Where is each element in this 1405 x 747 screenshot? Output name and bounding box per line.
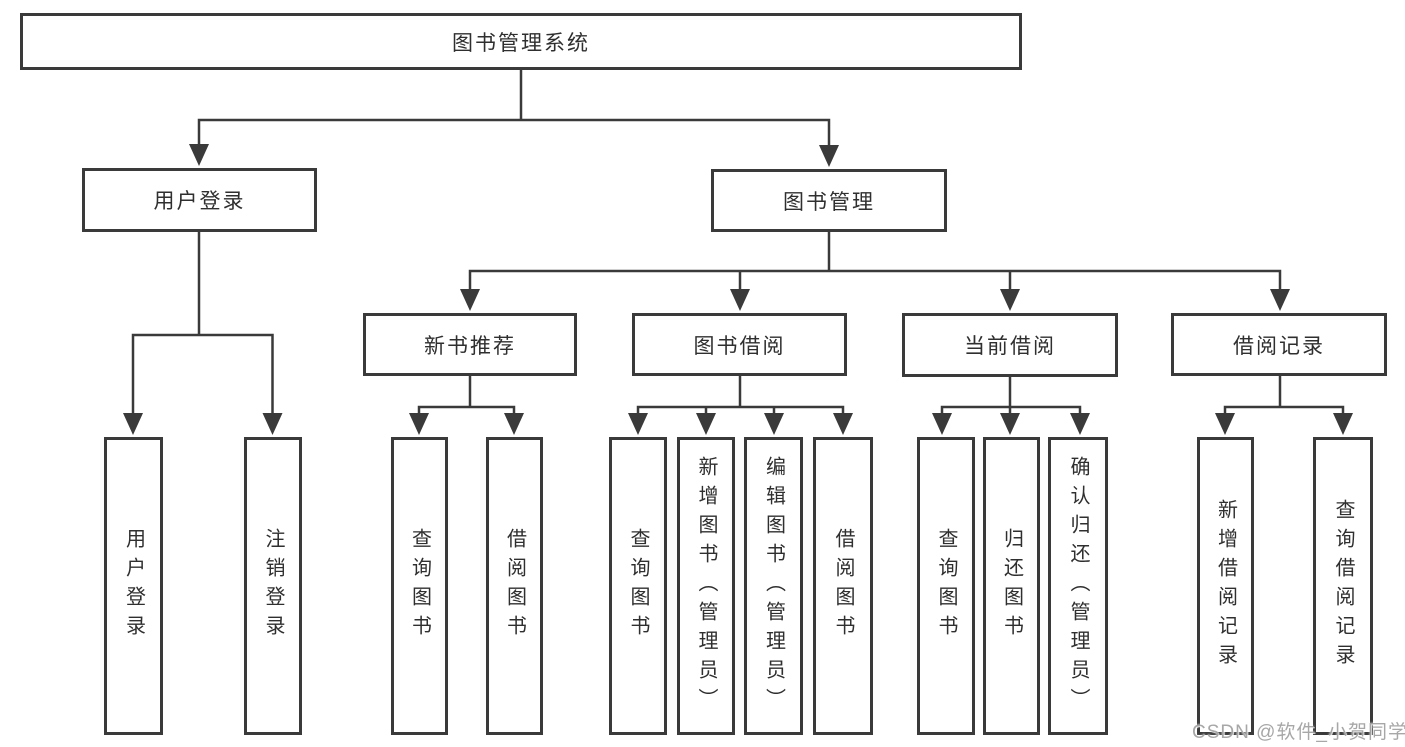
- arrowhead: [730, 289, 750, 311]
- leaf-current-query-books: 查询图书: [917, 437, 975, 735]
- arrowhead: [1215, 413, 1235, 435]
- csdn-watermark: CSDN @软件_小贺同学: [1192, 722, 1405, 743]
- arrowhead: [819, 145, 839, 167]
- node-book-borrow: 图书借阅: [632, 313, 847, 376]
- arrowhead: [1000, 413, 1020, 435]
- leaf-current-confirm-return-admin: 确认归还（管理员）: [1048, 437, 1108, 735]
- arrowhead: [1270, 289, 1290, 311]
- leaf-borrow-query-books: 查询图书: [609, 437, 667, 735]
- leaf-records-query-record: 查询借阅记录: [1313, 437, 1373, 735]
- node-book-management: 图书管理: [711, 169, 947, 232]
- arrowhead: [1333, 413, 1353, 435]
- leaf-current-return-books: 归还图书: [983, 437, 1040, 735]
- leaf-user-login: 用户登录: [104, 437, 163, 735]
- connector-newbooks-children: [409, 374, 524, 435]
- node-root: 图书管理系统: [20, 13, 1022, 70]
- arrowhead: [932, 413, 952, 435]
- arrowhead: [189, 144, 209, 166]
- leaf-borrow-edit-books-admin: 编辑图书（管理员）: [744, 437, 803, 735]
- arrowhead: [764, 413, 784, 435]
- connector-bookborrow-children: [628, 374, 853, 435]
- arrowhead: [460, 289, 480, 311]
- node-user-login: 用户登录: [82, 168, 317, 232]
- arrowhead: [1070, 413, 1090, 435]
- leaf-borrow-borrow-books: 借阅图书: [813, 437, 873, 735]
- arrowhead: [504, 413, 524, 435]
- leaf-newbook-query-books: 查询图书: [391, 437, 448, 735]
- node-new-book-recommend: 新书推荐: [363, 313, 577, 376]
- arrowhead: [628, 413, 648, 435]
- arrowhead: [1000, 289, 1020, 311]
- arrowhead: [262, 413, 283, 435]
- connector-currentborrow-children: [932, 375, 1090, 435]
- connector-root-to-level2: [189, 68, 839, 167]
- arrowhead: [409, 413, 429, 435]
- leaf-logout: 注销登录: [244, 437, 302, 735]
- node-current-borrow: 当前借阅: [902, 313, 1118, 377]
- node-borrow-records: 借阅记录: [1171, 313, 1387, 376]
- leaf-borrow-add-books-admin: 新增图书（管理员）: [677, 437, 735, 735]
- leaf-newbook-borrow-books: 借阅图书: [486, 437, 543, 735]
- connector-login-children: [123, 230, 283, 435]
- leaf-records-add-record: 新增借阅记录: [1197, 437, 1254, 735]
- connector-borrowrecords-children: [1215, 374, 1353, 435]
- arrowhead: [123, 413, 143, 435]
- connector-management-children: [460, 230, 1290, 311]
- arrowhead: [696, 413, 716, 435]
- arrowhead: [833, 413, 853, 435]
